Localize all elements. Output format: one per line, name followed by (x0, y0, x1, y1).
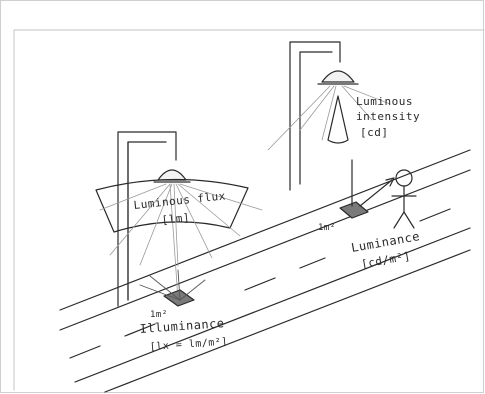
luminance-patch (340, 160, 394, 218)
label-luminous-intensity-unit: [cd] (360, 126, 389, 139)
road-edge-near-1 (75, 228, 470, 382)
label-area-right: 1m² (318, 223, 336, 233)
label-luminous-flux-unit: [lm] (161, 211, 191, 227)
label-luminance-unit: [cd/m²] (360, 249, 411, 270)
label-area-left: 1m² (150, 310, 168, 320)
left-lamp-head-icon (158, 170, 186, 180)
right-street-light (290, 42, 358, 190)
right-lamp-head-icon (322, 71, 354, 82)
label-luminous-intensity-line1: Luminous (356, 95, 413, 108)
label-illuminance-unit: [lx = lm/m²] (149, 337, 228, 353)
label-luminous-intensity-line2: intensity (356, 110, 420, 123)
label-luminous-flux: Luminous flux (133, 189, 226, 212)
luminous-intensity-cone (328, 96, 348, 143)
